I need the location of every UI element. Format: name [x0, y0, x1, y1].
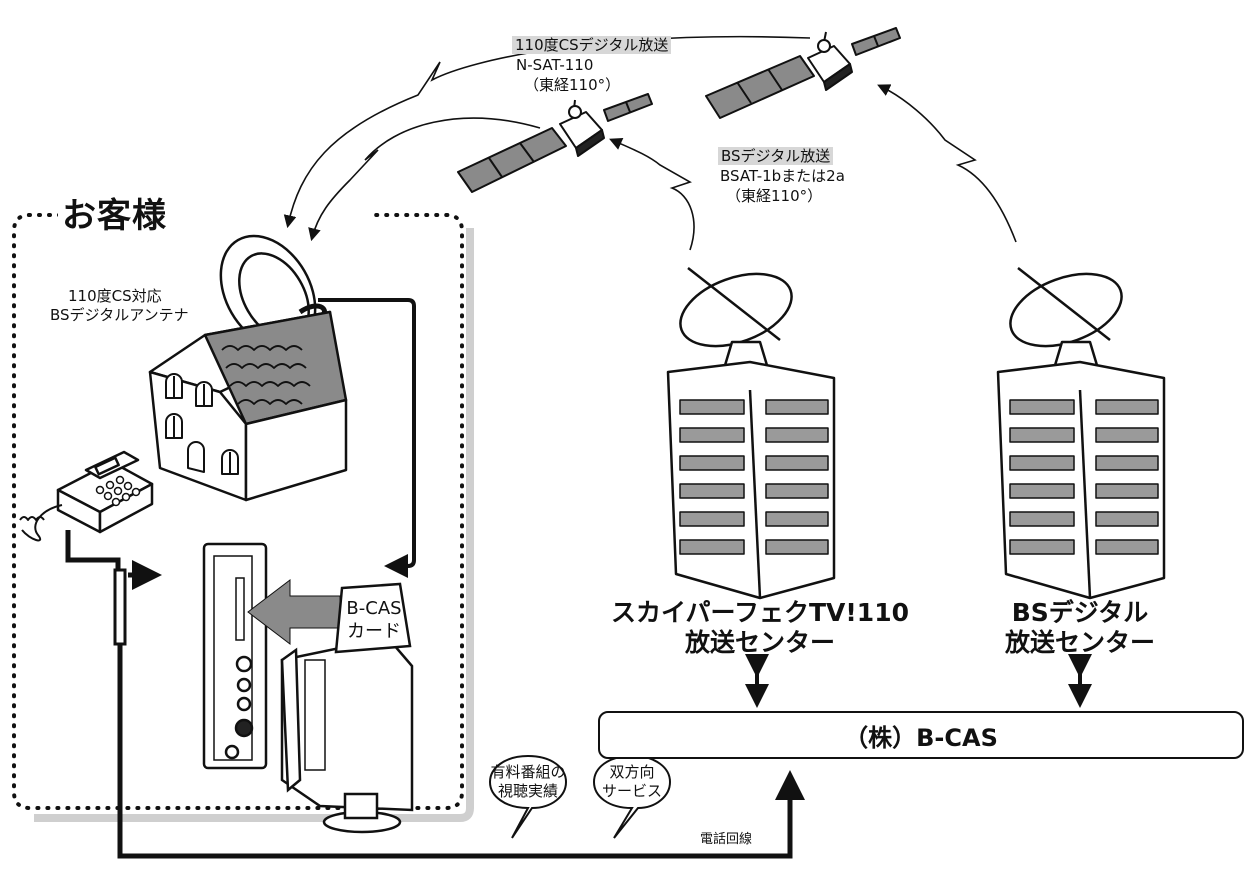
bcas-card-icon	[334, 582, 412, 654]
link-arrows	[745, 654, 1092, 708]
speech-bubbles	[488, 754, 672, 839]
antenna-label-line2: BSデジタルアンテナ	[50, 306, 189, 324]
bs-center-label-line2: 放送センター	[1004, 628, 1155, 657]
phone-line-label: 電話回線	[700, 832, 753, 847]
bs-satellite-name: BSAT-1bまたは2a	[720, 167, 845, 185]
bcas-card-label-line1: B-CAS	[346, 598, 402, 619]
bs-satellite-icon	[705, 27, 901, 119]
bubble-viewing-record	[488, 754, 568, 839]
telephone-icon	[19, 450, 154, 542]
bubble-interactive-line1: 双方向	[609, 763, 655, 781]
antenna-cable	[318, 298, 416, 578]
cs-satellite-icon	[457, 93, 653, 193]
bs-center-building-icon	[996, 267, 1166, 600]
skyperfect-center-building-icon	[666, 267, 836, 600]
skyperfect-center-label: スカイパーフェクTV!110 放送センター	[600, 598, 920, 658]
bs-broadcast-tag-text: BSデジタル放送	[718, 147, 834, 165]
receiver-front-panel	[202, 542, 268, 770]
customer-title: お客様	[58, 196, 171, 237]
bubble-viewing-text: 有料番組の 視聴実績	[490, 763, 566, 801]
tv-rear-icon	[280, 636, 414, 834]
house-icon	[148, 310, 348, 502]
phone-cable	[65, 530, 805, 859]
bubble-interactive-line2: サービス	[601, 781, 662, 800]
cs-broadcast-tag-text: 110度CSデジタル放送	[512, 36, 672, 54]
bcas-label: （株）B-CAS	[844, 723, 998, 752]
skyperfect-center-label-line2: 放送センター	[684, 628, 835, 657]
signal-bs-up	[877, 84, 1017, 243]
cs-broadcast-tag: 110度CSデジタル放送	[512, 36, 672, 54]
skyperfect-center-label-line1: スカイパーフェクTV!110	[611, 598, 909, 627]
bubble-viewing-line1: 有料番組の	[490, 763, 566, 781]
bs-broadcast-tag: BSデジタル放送	[718, 147, 834, 165]
bcas-card-label: B-CAS カード	[342, 598, 406, 643]
signal-paths	[283, 35, 1017, 251]
bcas-box: （株）B-CAS	[598, 711, 1244, 759]
bcas-card-label-line2: カード	[347, 620, 401, 642]
cs-satellite-position: （東経110°）	[524, 76, 621, 94]
customer-frame	[12, 213, 474, 822]
antenna-label-line1: 110度CS対応	[68, 287, 162, 305]
bs-satellite-position: （東経110°）	[726, 187, 823, 205]
bubble-interactive-text: 双方向 サービス	[594, 763, 670, 801]
bs-center-label: BSデジタル 放送センター	[990, 598, 1170, 658]
bubble-viewing-line2: 視聴実績	[497, 781, 558, 800]
signal-cs-up	[609, 138, 695, 251]
card-insert-arrow	[247, 578, 341, 646]
signal-cs-down	[308, 117, 541, 242]
bs-center-label-line1: BSデジタル	[1011, 598, 1149, 627]
cs-satellite-name: N-SAT-110	[516, 56, 594, 74]
